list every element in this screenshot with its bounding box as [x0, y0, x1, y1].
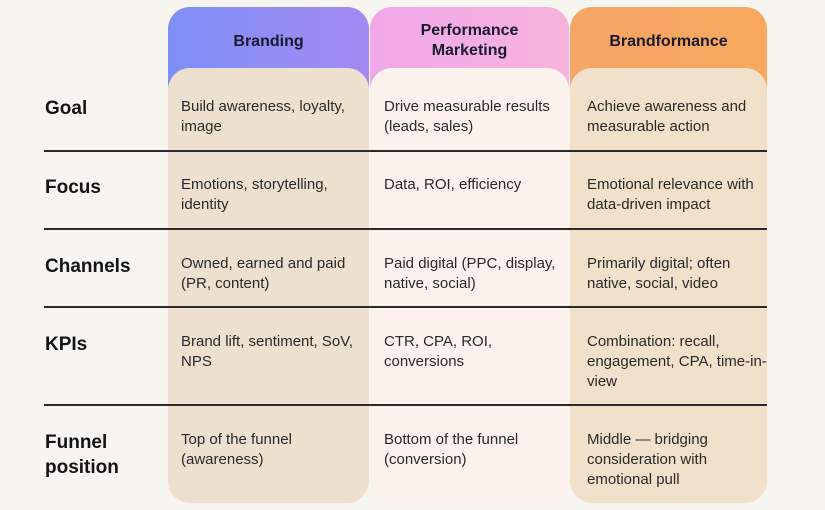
row-label-funnel-position: Funnel position	[45, 432, 119, 478]
branding-column	[168, 68, 369, 503]
cell-channels-brandformance: Primarily digital; often native, social,…	[587, 255, 731, 292]
branding-header-label: Branding	[233, 33, 304, 50]
cell-goal-branding: Build awareness, loyalty, image	[181, 98, 345, 135]
cell-kpis-performance: CTR, CPA, ROI, conversions	[384, 333, 493, 370]
brandformance-column	[570, 68, 767, 503]
row-label-goal: Goal	[45, 98, 88, 119]
cell-channels-performance: Paid digital (PPC, display, native, soci…	[384, 255, 556, 292]
performance-marketing-header: Performance Marketing	[370, 7, 569, 97]
row-divider	[44, 404, 767, 406]
cell-kpis-brandformance: Combination: recall, engagement, CPA, ti…	[587, 333, 767, 390]
row-divider	[44, 306, 767, 308]
brandformance-header-label: Brandformance	[609, 33, 728, 50]
cell-kpis-branding: Brand lift, sentiment, SoV, NPS	[181, 333, 354, 370]
cell-funnel-brandformance: Middle — bridging consideration with emo…	[587, 431, 708, 488]
performance-marketing-column	[370, 68, 569, 503]
cell-funnel-performance: Bottom of the funnel (conversion)	[384, 431, 519, 468]
cell-channels-branding: Owned, earned and paid (PR, content)	[181, 255, 346, 292]
brandformance-header: Brandformance	[570, 7, 767, 97]
row-label-focus: Focus	[45, 177, 101, 198]
cell-focus-brandformance: Emotional relevance with data-driven imp…	[587, 176, 754, 213]
cell-goal-brandformance: Achieve awareness and measurable action	[587, 98, 747, 135]
cell-focus-performance: Data, ROI, efficiency	[384, 176, 522, 193]
row-label-channels: Channels	[45, 256, 131, 277]
row-divider	[44, 150, 767, 152]
performance-marketing-header-label: Performance Marketing	[420, 22, 519, 59]
branding-header: Branding	[168, 7, 369, 97]
row-divider	[44, 228, 767, 230]
cell-focus-branding: Emotions, storytelling, identity	[181, 176, 328, 213]
cell-funnel-branding: Top of the funnel (awareness)	[181, 431, 292, 468]
row-label-kpis: KPIs	[45, 334, 88, 355]
cell-goal-performance: Drive measurable results (leads, sales)	[384, 98, 550, 135]
